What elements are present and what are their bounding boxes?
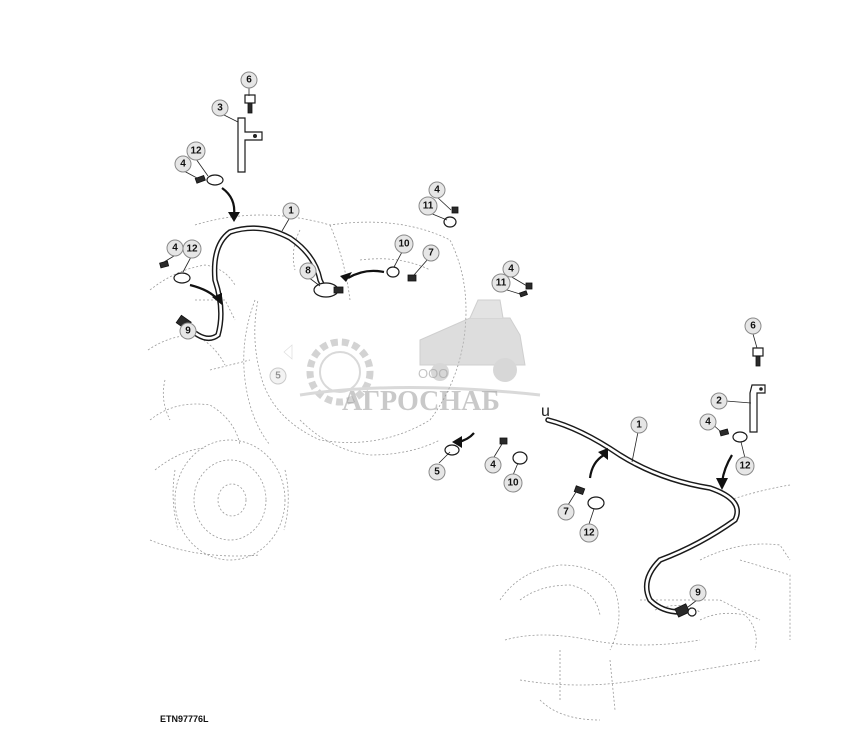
clamp-12-d — [732, 431, 748, 443]
right-hose-end-fitting — [674, 603, 697, 618]
figure-code: ETN97776L — [160, 714, 209, 724]
clamp-12-c — [587, 496, 605, 510]
callout-2: 2 — [710, 392, 728, 410]
callout-2-label: 2 — [716, 396, 722, 407]
callout-9-right: 9 — [689, 584, 707, 602]
callout-5-ghost: 5 — [269, 344, 293, 385]
callout-4-a: 4 — [174, 155, 192, 173]
callout-12-d-label: 12 — [739, 461, 751, 472]
callout-8-label: 8 — [305, 266, 311, 277]
callout-5-label: 5 — [434, 467, 440, 478]
right-hose — [545, 417, 740, 615]
callout-12-b-label: 12 — [186, 244, 198, 255]
clamp-11-b — [518, 282, 533, 298]
bolt-7-b — [573, 485, 586, 496]
callout-9-right-label: 9 — [695, 588, 701, 599]
callout-7-b: 7 — [557, 503, 575, 521]
callout-12-c-label: 12 — [583, 528, 595, 539]
bolt-6-right — [752, 347, 764, 367]
callout-4-d: 4 — [502, 260, 520, 278]
watermark-company-prefix: ООО — [418, 366, 448, 381]
callout-10-b: 10 — [503, 473, 523, 493]
callout-3: 3 — [211, 99, 229, 117]
clamp-12-b — [173, 272, 191, 284]
callout-12-a-label: 12 — [190, 146, 202, 157]
callout-4-c-label: 4 — [434, 185, 440, 196]
callout-10-b-label: 10 — [507, 478, 519, 489]
callout-12-d: 12 — [735, 456, 755, 476]
callout-6-right-label: 6 — [750, 321, 756, 332]
callout-4-e-label: 4 — [490, 460, 496, 471]
callout-11-b: 11 — [491, 273, 511, 293]
watermark-company-name: АГРОСНАБ — [342, 386, 500, 417]
watermark-logo — [299, 299, 541, 406]
callout-9-left: 9 — [179, 322, 197, 340]
left-hose-upper-fitting — [313, 282, 344, 298]
callout-10-a-label: 10 — [398, 239, 410, 250]
callout-6-top-label: 6 — [246, 75, 252, 86]
callout-4-b-label: 4 — [172, 243, 178, 254]
callout-4-d-label: 4 — [508, 264, 514, 275]
stray-mark: u — [541, 403, 550, 420]
callout-10-a: 10 — [394, 234, 414, 254]
bolt-6-top — [244, 94, 256, 114]
callout-6-right: 6 — [744, 317, 762, 335]
bracket-2 — [749, 384, 766, 433]
callout-11-b-label: 11 — [496, 278, 507, 289]
callout-4-f-label: 4 — [705, 417, 711, 428]
gear-icon — [306, 338, 374, 406]
callout-12-c: 12 — [579, 523, 599, 543]
left-hose — [183, 225, 338, 342]
callout-7-b-label: 7 — [563, 507, 569, 518]
bolt-7-a — [407, 274, 417, 282]
bolt-4-a — [194, 174, 206, 184]
bolt-4-e — [499, 437, 508, 445]
callout-5-ghost-label: 5 — [275, 371, 281, 382]
combine-harvester-icon — [299, 299, 541, 397]
callout-1-right: 1 — [630, 416, 648, 434]
right-axle-frame-outline — [499, 484, 791, 721]
bolt-4-f — [719, 428, 730, 437]
callout-4-e: 4 — [484, 456, 502, 474]
clamp-12-a — [206, 174, 224, 186]
callout-12-b: 12 — [182, 239, 202, 259]
bolt-4-b — [159, 260, 170, 269]
clamp-5 — [444, 444, 460, 456]
callout-1-left: 1 — [282, 202, 300, 220]
left-wheel-outline — [149, 439, 289, 561]
assembly-arrows — [189, 187, 733, 490]
callout-1-right-label: 1 — [636, 420, 642, 431]
callout-4-a-label: 4 — [180, 159, 186, 170]
callout-4-c: 4 — [428, 181, 446, 199]
callout-1-left-label: 1 — [288, 206, 294, 217]
clamp-10-a — [386, 266, 400, 278]
callout-11-a: 11 — [418, 196, 438, 216]
callout-7-a: 7 — [422, 244, 440, 262]
callout-3-label: 3 — [217, 103, 223, 114]
callout-4-b: 4 — [166, 239, 184, 257]
callout-12-a: 12 — [186, 141, 206, 161]
callout-9-left-label: 9 — [185, 326, 191, 337]
callout-11-a-label: 11 — [423, 201, 434, 212]
callout-7-a-label: 7 — [428, 248, 434, 259]
bracket-3 — [237, 117, 263, 173]
callout-4-f: 4 — [699, 413, 717, 431]
callout-5: 5 — [428, 463, 446, 481]
clamp-11-a — [443, 206, 459, 228]
callout-8: 8 — [299, 262, 317, 280]
callout-6-top: 6 — [240, 71, 258, 89]
clamp-10-b — [512, 451, 528, 465]
